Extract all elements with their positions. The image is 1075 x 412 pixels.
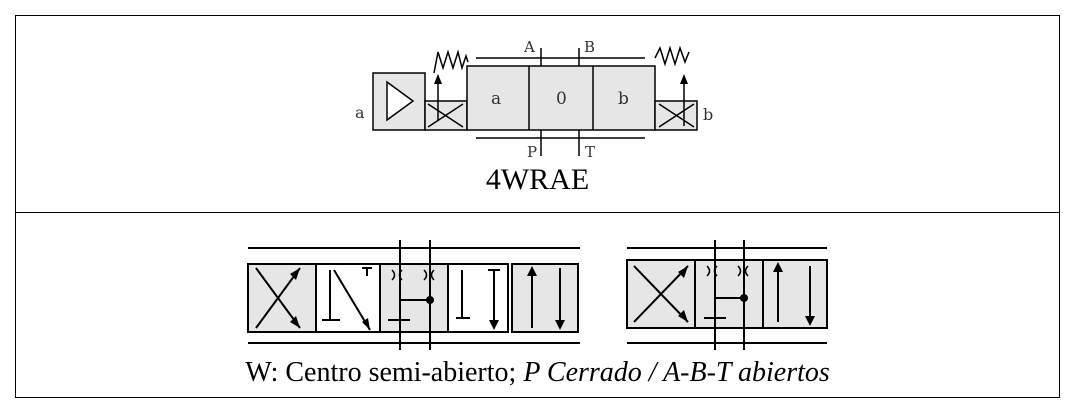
spring-right xyxy=(654,45,690,67)
position-label-a: a xyxy=(491,89,501,109)
table-frame xyxy=(15,15,1060,398)
port-label-t: T xyxy=(585,143,595,161)
spring-left xyxy=(433,49,469,74)
spool-box-center-1 xyxy=(379,263,449,333)
port-label-p: P xyxy=(527,143,537,161)
position-label-b: b xyxy=(618,89,629,109)
spool-description-prefix: W: Centro semi-abierto; xyxy=(245,357,524,388)
spool-box-parallel-1 xyxy=(511,263,579,333)
spool-box-transition-2 xyxy=(447,263,509,333)
row-divider xyxy=(15,212,1060,213)
solenoid-label-a: a xyxy=(355,103,365,122)
spool-description-emphasis: P Cerrado / A-B-T abiertos xyxy=(523,357,830,388)
solenoid-label-b: b xyxy=(703,105,713,124)
spool-box-parallel-2 xyxy=(762,259,828,329)
position-label-0: 0 xyxy=(556,89,567,109)
spool-box-transition xyxy=(315,263,381,333)
port-label-b: B xyxy=(584,38,595,56)
solenoid-a-triangle xyxy=(386,80,415,122)
spool-description: W: Centro semi-abierto; P Cerrado / A-B-… xyxy=(15,355,1060,391)
spool-box-cross-1 xyxy=(247,263,317,333)
model-caption: 4WRAE xyxy=(485,163,590,196)
valve-body xyxy=(466,65,656,131)
port-label-a: A xyxy=(523,38,535,56)
